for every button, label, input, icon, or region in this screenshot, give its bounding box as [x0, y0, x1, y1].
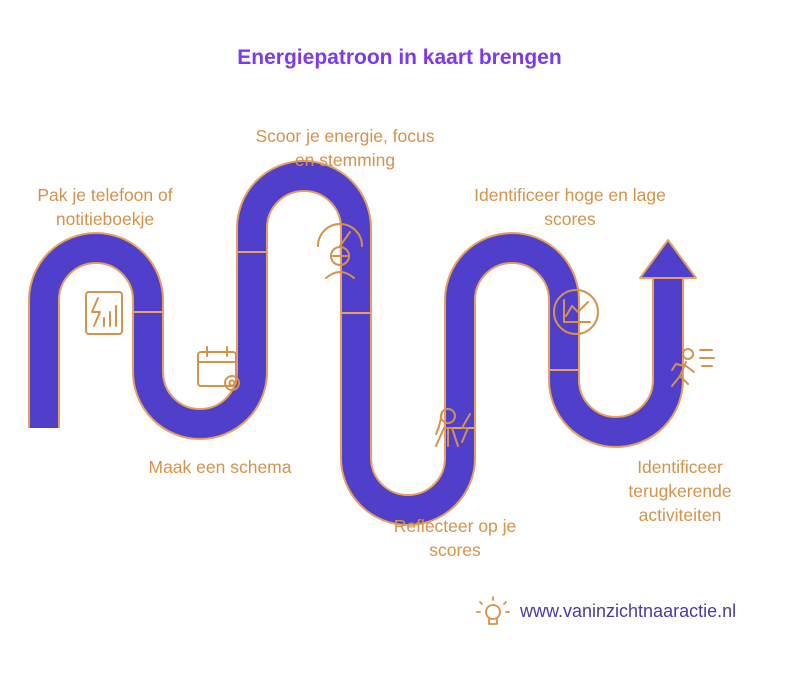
step-label-5: Identificeer hoge en lage scores — [474, 185, 666, 229]
step-label-4: Reflecteer op je scores — [393, 516, 517, 560]
document-chart-icon — [85, 291, 123, 335]
footer-url[interactable]: www.vaninzichtnaaractie.nl — [520, 601, 737, 621]
footer: www.vaninzichtnaaractie.nl — [480, 601, 736, 622]
step-label-1: Pak je telefoon of notitieboekje — [37, 185, 173, 229]
lightbulb-icon — [476, 596, 510, 625]
page-title: Energiepatroon in kaart brengen — [237, 46, 562, 69]
line-chart-icon — [553, 289, 599, 335]
step-label-6: Identificeer terugkerende activiteiten — [628, 457, 732, 525]
running-person-icon — [671, 348, 715, 387]
step-label-2: Maak een schema — [148, 457, 292, 477]
step-label-3: Scoor je energie, focus en stemming — [255, 126, 435, 170]
gauge-person-icon — [317, 223, 363, 279]
serpentine-path — [28, 160, 697, 526]
calendar-gear-icon — [197, 346, 240, 391]
person-lightning-icon — [435, 408, 471, 447]
